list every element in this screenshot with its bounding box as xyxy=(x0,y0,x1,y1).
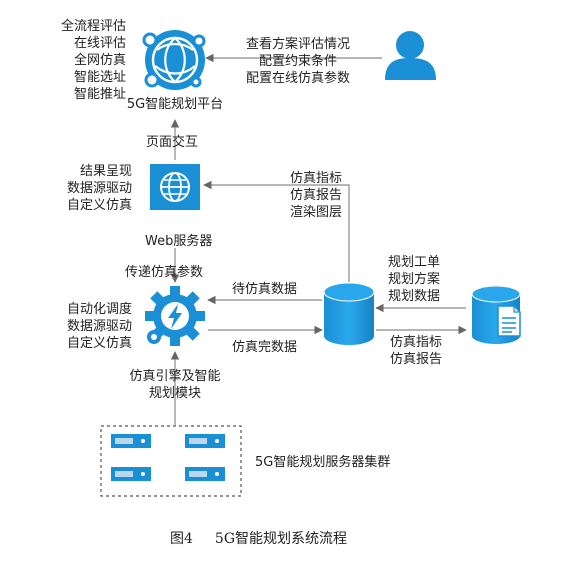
globe-network-icon xyxy=(142,30,206,90)
figure-title: 5G智能规划系统流程 xyxy=(214,531,348,547)
platform-features: 全流程评估 在线评估 全网仿真 智能选址 智能推址 xyxy=(20,18,126,103)
database-icon xyxy=(323,282,375,345)
action-line: 查看方案评估情况 xyxy=(245,37,350,52)
action-line: 配置约束条件 xyxy=(258,54,337,69)
engine-label: 仿真引擎及智能 规划模块 xyxy=(105,368,245,402)
edge-label-page-interaction: 页面交互 xyxy=(146,135,199,150)
server-unit-icon xyxy=(185,467,225,481)
user-actions: 查看方案评估情况 配置约束条件 配置在线仿真参数 xyxy=(222,36,374,87)
feature-line: 数据源驱动 xyxy=(66,181,132,196)
server-cluster xyxy=(100,425,242,497)
feature-line: 自定义仿真 xyxy=(66,198,132,213)
edge-label-pass-params: 传递仿真参数 xyxy=(125,265,204,280)
browser-globe-icon xyxy=(150,164,200,210)
label-line: 渲染图层 xyxy=(290,205,343,220)
action-line: 配置在线仿真参数 xyxy=(245,71,350,86)
label-line: 仿真指标 xyxy=(390,335,443,350)
feature-line: 智能推址 xyxy=(73,87,126,102)
feature-line: 在线评估 xyxy=(73,36,126,51)
edge-label-pending: 待仿真数据 xyxy=(232,282,298,297)
feature-line: 全流程评估 xyxy=(60,19,126,34)
user-icon xyxy=(385,31,436,80)
gear-lightning-icon xyxy=(145,286,205,346)
database-document-icon xyxy=(471,285,521,344)
server-unit-icon xyxy=(111,434,151,448)
web-server-features: 结果呈现 数据源驱动 自定义仿真 xyxy=(28,163,132,214)
label-line: 规划工单 xyxy=(388,255,441,270)
feature-line: 自定义仿真 xyxy=(66,336,132,351)
figure-caption: 图4 5G智能规划系统流程 xyxy=(170,531,347,548)
platform-label: 5G智能规划平台 xyxy=(126,97,224,112)
edge-label-plan-inputs: 规划工单 规划方案 规划数据 xyxy=(388,254,440,305)
engine-features: 自动化调度 数据源驱动 自定义仿真 xyxy=(28,301,132,352)
server-unit-icon xyxy=(185,434,225,448)
connectors xyxy=(170,53,467,425)
label-line: 规划模块 xyxy=(148,386,201,401)
cluster-label: 5G智能规划服务器集群 xyxy=(255,455,391,470)
edge-label-outputs: 仿真指标 仿真报告 xyxy=(390,334,442,368)
figure-number: 图4 xyxy=(170,531,193,547)
label-line: 仿真报告 xyxy=(390,352,443,367)
feature-line: 结果呈现 xyxy=(79,164,132,179)
label-line: 规划方案 xyxy=(388,272,441,287)
label-line: 仿真报告 xyxy=(290,188,343,203)
edge-label-to-web: 仿真指标 仿真报告 渲染图层 xyxy=(290,170,342,221)
server-unit-icon xyxy=(111,467,151,481)
edge-db-to-web xyxy=(203,180,350,282)
feature-line: 智能选址 xyxy=(73,70,126,85)
label-line: 规划数据 xyxy=(388,289,441,304)
feature-line: 自动化调度 xyxy=(66,302,132,317)
label-line: 仿真引擎及智能 xyxy=(129,369,221,384)
feature-line: 全网仿真 xyxy=(73,53,126,68)
edge-label-done: 仿真完数据 xyxy=(232,340,298,355)
feature-line: 数据源驱动 xyxy=(66,319,132,334)
label-line: 仿真指标 xyxy=(290,171,343,186)
web-server-label: Web服务器 xyxy=(145,234,213,249)
